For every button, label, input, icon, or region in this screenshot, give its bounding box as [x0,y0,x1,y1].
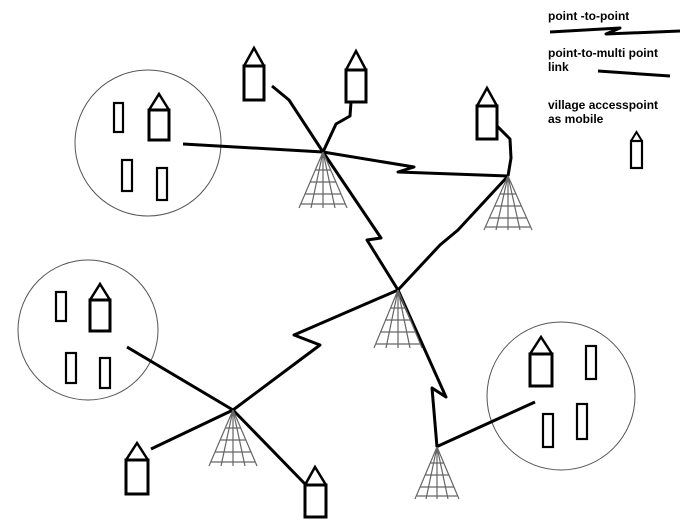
tower-icon [298,151,348,209]
legend-mobile-icon [629,130,644,170]
mobile-icon [120,158,134,193]
house-icon [344,48,368,104]
legend-text-line: point -to-point [548,9,630,23]
legend-text-line: as mobile [548,112,604,126]
p2mp-link [182,142,324,154]
legend-point-to-point-label: point -to-point [548,9,629,23]
tower-icon [208,409,258,467]
p2p-link [321,151,400,291]
legend-text-line: village accesspoint [548,98,659,112]
legend-p2mp-symbol [597,69,671,78]
house-icon [528,334,554,388]
legend-text-line: link [548,60,569,74]
links [126,84,536,487]
village-cluster-top-left [74,69,222,217]
p2p-link [322,150,509,178]
village-cluster-bottom-right [486,321,636,471]
mobile-icon [98,356,112,390]
village-circle [74,69,222,217]
p2mp-link [271,84,325,153]
legend-text-line: point-to-multi point [548,46,658,60]
village-circle [17,259,159,401]
house-icon [303,464,328,519]
mobile-icon [541,412,555,449]
legend-point-to-multipoint-label: point-to-multi point link [548,46,658,74]
mobile-icon [155,166,169,202]
p2mp-link [321,101,353,153]
house-icon [124,440,150,496]
house-icon [242,45,266,102]
p2p-link [232,288,399,412]
p2p-link [396,289,448,448]
p2mp-link [435,400,536,449]
mobile-icon [584,344,598,381]
p2mp-link [495,124,513,177]
house-icon [475,85,499,141]
p2mp-link [126,345,234,412]
tower-icon [373,289,423,349]
p2mp-link [150,408,234,451]
tower-icon [483,175,533,231]
village-cluster-mid-left [17,259,159,401]
p2mp-link [231,408,308,487]
village-circle [486,321,636,471]
house-icon [147,91,171,142]
tower-icon [414,446,460,500]
mobile-icon [54,290,68,323]
legend-p2p-symbol [549,26,681,36]
mobile-icon [575,402,589,441]
p2p-link [396,174,510,292]
house-icon [88,281,112,333]
mobile-icon [64,351,78,385]
legend-village-accesspoint-label: village accesspoint as mobile [548,98,658,126]
mobile-icon [112,101,125,134]
